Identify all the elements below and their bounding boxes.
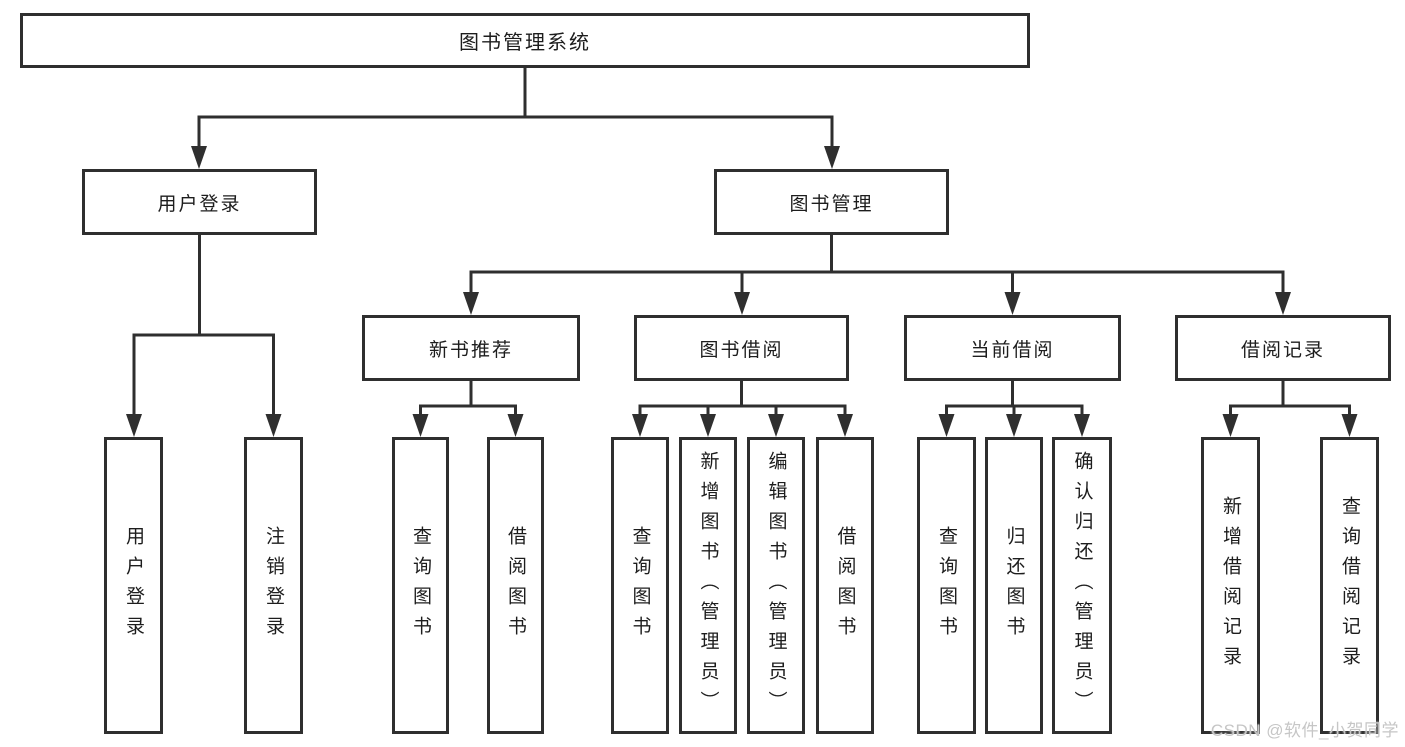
leaf-logout: 注销登录	[244, 437, 303, 734]
leaf-query-borrow-record: 查询借阅记录	[1320, 437, 1379, 734]
leaf-add-borrow-record-label: 新增借阅记录	[1220, 495, 1241, 676]
node-book-management-label: 图书管理	[789, 193, 874, 215]
leaf-user-login-label: 用户登录	[123, 525, 144, 646]
node-user-login-label: 用户登录	[157, 193, 242, 215]
leaf-add-books-admin: 新增图书（管理员）	[679, 437, 737, 734]
leaf-add-borrow-record: 新增借阅记录	[1201, 437, 1260, 734]
node-new-book-recommend-label: 新书推荐	[428, 339, 513, 361]
leaf-add-books-admin-label: 新增图书（管理员）	[697, 450, 719, 721]
node-root-system-label: 图书管理系统	[459, 32, 591, 54]
leaf-logout-label: 注销登录	[263, 525, 284, 646]
node-user-login: 用户登录	[82, 169, 317, 235]
node-book-borrowing: 图书借阅	[634, 315, 849, 381]
leaf-query-books-2-label: 查询图书	[629, 525, 651, 646]
leaf-confirm-return-admin: 确认归还（管理员）	[1052, 437, 1112, 734]
node-new-book-recommend: 新书推荐	[362, 315, 580, 381]
leaf-query-borrow-record-label: 查询借阅记录	[1339, 495, 1360, 676]
node-borrowing-records: 借阅记录	[1175, 315, 1391, 381]
arrowheads	[126, 146, 1358, 437]
leaf-query-books-2: 查询图书	[611, 437, 669, 734]
leaf-query-books-3-label: 查询图书	[936, 525, 957, 646]
leaf-return-books-label: 归还图书	[1003, 525, 1025, 646]
leaf-edit-books-admin: 编辑图书（管理员）	[747, 437, 805, 734]
node-current-borrowing-label: 当前借阅	[970, 339, 1055, 361]
leaf-query-books-3: 查询图书	[917, 437, 976, 734]
node-book-borrowing-label: 图书借阅	[699, 339, 784, 361]
node-book-management: 图书管理	[714, 169, 949, 235]
watermark: CSDN @软件_小贺同学	[1210, 721, 1399, 740]
node-borrowing-records-label: 借阅记录	[1240, 339, 1325, 361]
node-current-borrowing: 当前借阅	[904, 315, 1121, 381]
leaf-return-books: 归还图书	[985, 437, 1043, 734]
leaf-borrow-books-2-label: 借阅图书	[834, 525, 856, 646]
leaf-borrow-books-2: 借阅图书	[816, 437, 874, 734]
leaf-query-books-1-label: 查询图书	[410, 525, 431, 646]
leaf-borrow-books-1-label: 借阅图书	[505, 525, 526, 646]
leaf-query-books-1: 查询图书	[392, 437, 449, 734]
leaf-borrow-books-1: 借阅图书	[487, 437, 544, 734]
node-root-system: 图书管理系统	[20, 13, 1030, 68]
leaf-edit-books-admin-label: 编辑图书（管理员）	[765, 450, 787, 721]
leaf-user-login: 用户登录	[104, 437, 163, 734]
leaf-confirm-return-admin-label: 确认归还（管理员）	[1071, 450, 1093, 721]
